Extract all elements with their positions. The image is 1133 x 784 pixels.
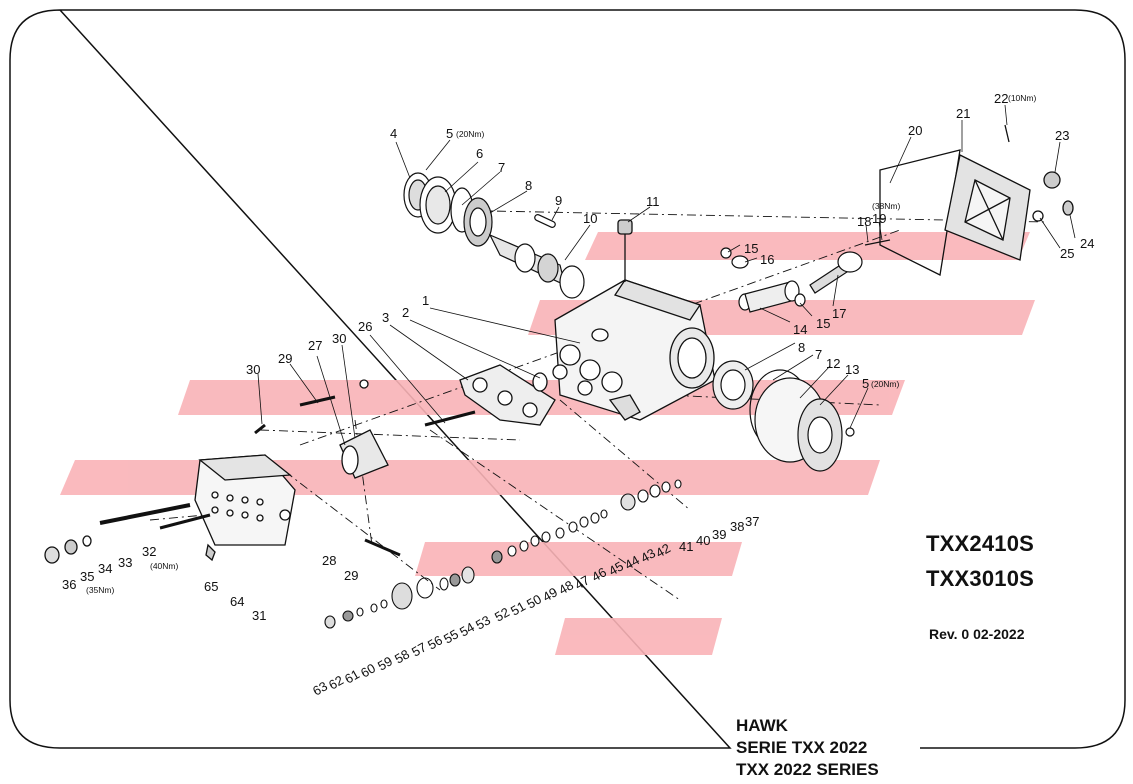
callout-4: 4 bbox=[390, 126, 397, 141]
callout-21: 21 bbox=[956, 106, 970, 121]
callout-13: 13 bbox=[845, 362, 859, 377]
series-label-it: SERIE TXX 2022 bbox=[736, 737, 874, 759]
callout-34: 34 bbox=[98, 561, 112, 576]
callout-2: 2 bbox=[402, 305, 409, 320]
callout-54: 54 bbox=[457, 619, 477, 639]
callout-6: 6 bbox=[476, 146, 483, 161]
callout-64: 64 bbox=[230, 594, 244, 609]
callout-61: 61 bbox=[342, 666, 362, 686]
callout-44: 44 bbox=[622, 552, 642, 572]
model-number-primary: TXX2410S bbox=[926, 531, 1035, 556]
callout-7: 7 bbox=[498, 160, 505, 175]
callout-25: 25 bbox=[1060, 246, 1074, 261]
torque-22: (10Nm) bbox=[1008, 93, 1037, 103]
callout-30: 30 bbox=[246, 362, 260, 377]
callout-3: 3 bbox=[382, 310, 389, 325]
series-label-en: TXX 2022 SERIES bbox=[736, 759, 885, 781]
bearing-cover bbox=[712, 360, 855, 472]
torque-32: (40Nm) bbox=[150, 561, 179, 571]
callout-15: 15 bbox=[744, 241, 758, 256]
callout-41: 41 bbox=[679, 539, 693, 554]
callout-38: 38 bbox=[730, 519, 744, 534]
callout-45: 45 bbox=[606, 558, 626, 578]
callout-37: 37 bbox=[745, 514, 759, 529]
callout-26: 26 bbox=[358, 319, 372, 334]
callout-40: 40 bbox=[696, 533, 710, 548]
callout-60: 60 bbox=[358, 660, 378, 680]
callout-46: 46 bbox=[589, 564, 609, 584]
callout-31: 31 bbox=[252, 608, 266, 623]
callout-51: 51 bbox=[508, 598, 528, 618]
pump-body bbox=[552, 219, 716, 421]
callout-42: 42 bbox=[653, 540, 673, 560]
callout-12: 12 bbox=[826, 356, 840, 371]
callout-16: 16 bbox=[760, 252, 774, 267]
callout-10: 10 bbox=[583, 211, 597, 226]
callout-43: 43 bbox=[638, 545, 658, 565]
callout-7b: 7 bbox=[815, 347, 822, 362]
piston-rod-assembly bbox=[720, 239, 891, 313]
callout-29: 29 bbox=[278, 351, 292, 366]
callout-14: 14 bbox=[793, 322, 807, 337]
callout-56: 56 bbox=[425, 632, 445, 652]
callout-8b: 8 bbox=[798, 340, 805, 355]
callout-8: 8 bbox=[525, 178, 532, 193]
torque-35: (35Nm) bbox=[86, 585, 115, 595]
callout-9: 9 bbox=[555, 193, 562, 208]
callout-numbers: 1 2 3 4 5 5 6 7 7 8 8 9 10 11 12 13 14 1… bbox=[62, 91, 1094, 699]
callout-52: 52 bbox=[492, 604, 512, 624]
callout-57: 57 bbox=[409, 639, 429, 659]
callout-24: 24 bbox=[1080, 236, 1094, 251]
callout-53: 53 bbox=[473, 612, 493, 632]
leader-lines bbox=[257, 104, 1076, 446]
callout-47: 47 bbox=[572, 572, 592, 592]
callout-23: 23 bbox=[1055, 128, 1069, 143]
revision-label: Rev. 0 02-2022 bbox=[929, 626, 1025, 642]
callout-27: 27 bbox=[308, 338, 322, 353]
torque-20: (38Nm) bbox=[872, 201, 901, 211]
callout-5b: 5 bbox=[862, 376, 869, 391]
title-block: HAWK SERIE TXX 2022 TXX 2022 SERIES bbox=[736, 715, 885, 781]
callout-59: 59 bbox=[375, 653, 395, 673]
callout-63: 63 bbox=[310, 678, 330, 698]
callout-49: 49 bbox=[540, 584, 560, 604]
callout-58: 58 bbox=[392, 646, 412, 666]
callout-20: 20 bbox=[908, 123, 922, 138]
callout-35: 35 bbox=[80, 569, 94, 584]
callout-11: 11 bbox=[646, 194, 660, 209]
torque-5-bottom: (20Nm) bbox=[871, 379, 900, 389]
callout-15b: 15 bbox=[816, 316, 830, 331]
callout-62: 62 bbox=[326, 672, 346, 692]
callout-28: 28 bbox=[322, 553, 336, 568]
callout-18: 18 bbox=[857, 214, 871, 229]
torque-5-top: (20Nm) bbox=[456, 129, 485, 139]
rear-cover bbox=[879, 124, 1074, 276]
callout-39: 39 bbox=[712, 527, 726, 542]
callout-1: 1 bbox=[422, 293, 429, 308]
valve-stack bbox=[324, 479, 682, 629]
drawing-border bbox=[9, 9, 1126, 749]
callout-17: 17 bbox=[832, 306, 846, 321]
callout-55: 55 bbox=[441, 626, 461, 646]
callout-5: 5 bbox=[446, 126, 453, 141]
callout-32: 32 bbox=[142, 544, 156, 559]
crankshaft-assembly bbox=[403, 172, 585, 299]
model-number-secondary: TXX3010S bbox=[926, 566, 1035, 591]
brand-name: HAWK bbox=[736, 715, 794, 737]
callout-48: 48 bbox=[556, 577, 576, 597]
pump-head bbox=[44, 364, 556, 564]
callout-29b: 29 bbox=[344, 568, 358, 583]
callout-19: 19 bbox=[872, 211, 886, 226]
callout-30b: 30 bbox=[332, 331, 346, 346]
callout-65: 65 bbox=[204, 579, 218, 594]
callout-22: 22 bbox=[994, 91, 1008, 106]
callout-36: 36 bbox=[62, 577, 76, 592]
callout-33: 33 bbox=[118, 555, 132, 570]
callout-50: 50 bbox=[524, 591, 544, 611]
